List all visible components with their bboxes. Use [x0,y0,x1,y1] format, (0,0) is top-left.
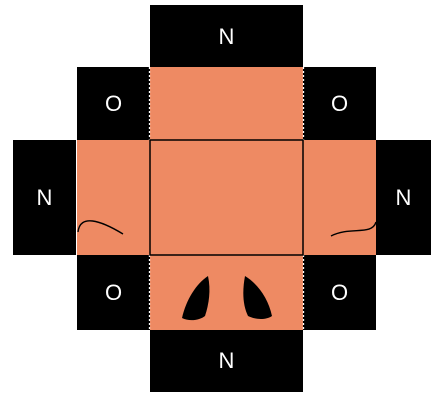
left-nostril-shape [182,276,209,320]
center-square-outline [150,140,303,255]
right-nostril-shape [243,276,272,319]
right-curve [331,222,376,236]
left-curve [78,221,123,234]
